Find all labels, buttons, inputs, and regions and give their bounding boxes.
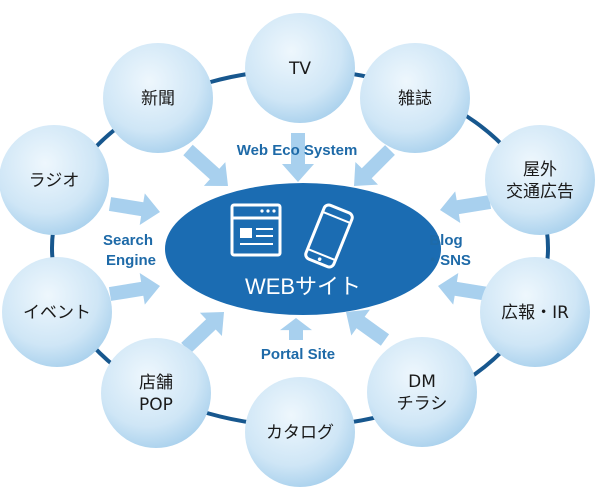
center-title: WEBサイト [245,274,361,299]
bubble-label: 店舗 [139,373,173,393]
bubble-label: POP [139,395,173,415]
arrow-to-center-6 [438,273,490,305]
arrow-to-center-4 [440,191,492,223]
browser-window-icon [230,203,282,257]
bubble-label: 交通広告 [506,182,574,202]
bubble-label: DM [408,372,436,392]
bubble-label: 屋外 [523,160,557,180]
label-search-engine-line1: Search [103,232,153,249]
arrow-to-center-7 [181,312,224,354]
label-web-eco-system: Web Eco System [237,142,358,159]
bubble-circle [485,125,595,235]
bubble-circle [360,43,470,153]
label-blog-line2: ・SNS [425,252,471,269]
bubble-newspaper: 新聞 [103,43,213,153]
center-website-ellipse [165,183,441,315]
bubble-circle [245,13,355,123]
arrow-to-center-1 [183,144,228,186]
bubble-magazine: 雑誌 [360,43,470,153]
smartphone-icon [304,203,354,269]
bubble-circle [103,43,213,153]
label-portal-site: Portal Site [261,346,335,363]
bubble-radio: ラジオ [0,125,109,235]
arrow-to-center-2 [354,145,395,186]
bubble-circle [0,125,109,235]
label-search-engine-line2: Engine [106,252,156,269]
bubble-label: 雑誌 [398,89,432,109]
arrow-to-center-0 [282,133,314,182]
label-blog-line1: Blog [429,232,462,249]
arrow-to-center-5 [108,273,160,305]
bubble-event: イベント [2,257,112,367]
bubble-label: 新聞 [141,89,175,109]
bubble-label: カタログ [266,423,334,443]
bubble-circle [480,257,590,367]
arrow-to-center-8 [280,318,312,340]
bubble-label: ラジオ [29,171,80,191]
bubble-pr-ir: 広報・IR [480,257,590,367]
bubble-circle [367,337,477,447]
bubble-catalog: カタログ [245,377,355,487]
bubble-circle [245,377,355,487]
bubble-tv: TV [245,13,355,123]
arrow-to-center-9 [346,309,390,346]
arrows [108,133,492,354]
bubble-circle [2,257,112,367]
bubble-label: チラシ [397,394,448,414]
bubble-circle [101,338,211,448]
arrow-to-center-3 [108,193,160,225]
bubble-label: イベント [23,303,91,323]
bubble-label: 広報・IR [501,303,569,323]
bubble-label: TV [288,59,311,79]
